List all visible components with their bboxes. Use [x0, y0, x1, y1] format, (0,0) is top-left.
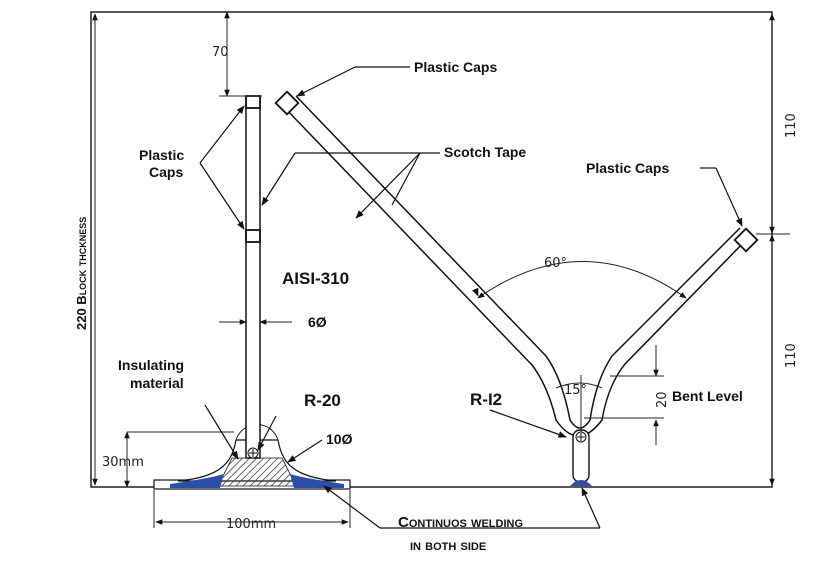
dim-110-bottom: 110: [784, 343, 799, 368]
label-insulating-1: Insulating: [118, 357, 184, 373]
left-thermocouple: [153, 95, 351, 490]
plastic-cap-middle: [245, 229, 261, 243]
label-scotch-tape: Scotch Tape: [444, 144, 526, 160]
label-welding-2: in both side: [410, 537, 486, 554]
label-aisi: AISI-310: [282, 269, 349, 288]
label-r12: R-I2: [470, 390, 502, 409]
dim-angle-15: 15°: [564, 383, 587, 398]
label-plastic-caps-top: Plastic Caps: [414, 59, 497, 75]
label-plastic-caps-left-1: Plastic: [139, 147, 184, 163]
plastic-cap-top: [245, 95, 261, 109]
label-diameter-10: 10Ø: [326, 431, 353, 447]
label-plastic-caps-left-2: Caps: [149, 164, 183, 180]
dim-100mm: 100mm: [226, 517, 276, 532]
dim-110-top: 110: [784, 113, 799, 138]
straight-tube: [245, 97, 261, 459]
label-welding-1: Continuos welding: [398, 514, 523, 531]
label-insulating-2: material: [130, 375, 184, 391]
plastic-cap-bent-right: [733, 227, 759, 253]
bent-thermocouple: [274, 90, 759, 486]
dim-angle-60: 60°: [544, 256, 567, 271]
weld-bead-left: [170, 474, 224, 488]
dim-70: 70: [212, 45, 229, 60]
bent-weld-bead: [570, 480, 592, 486]
plastic-cap-bent-left: [274, 90, 300, 116]
label-block-thickness: 220 Block thckness: [74, 217, 89, 330]
dim-20: 20: [655, 391, 670, 408]
label-diameter-6: 6Ø: [308, 314, 327, 330]
dim-30mm: 30mm: [102, 455, 144, 470]
insulating-material: [217, 457, 297, 487]
label-bent-level: Bent Level: [672, 388, 743, 404]
label-plastic-caps-right: Plastic Caps: [586, 160, 669, 176]
bent-tube-inner: [295, 95, 741, 429]
label-r20: R-20: [304, 391, 341, 410]
weld-bead-right: [290, 474, 344, 488]
